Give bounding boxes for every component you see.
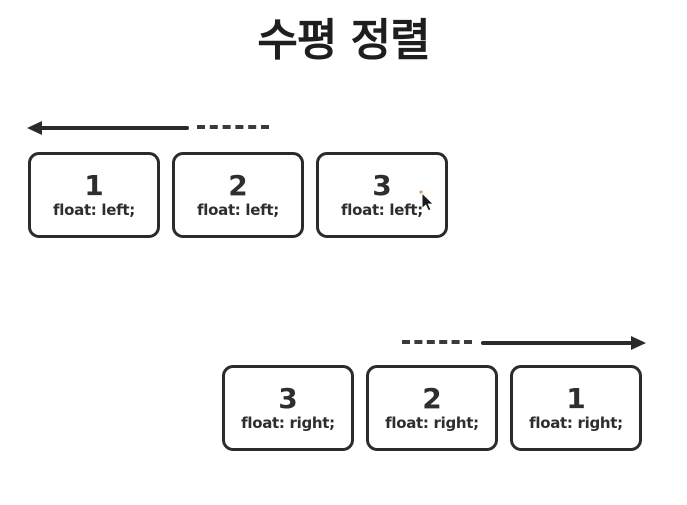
float-left-box-2: 2 float: left; [172, 152, 304, 238]
arrow-solid-line [481, 341, 632, 345]
box-label: float: right; [241, 414, 335, 433]
mouse-pointer-icon [417, 189, 435, 215]
box-label: float: right; [385, 414, 479, 433]
right-direction-arrow-icon [402, 335, 646, 351]
float-right-box-1: 1 float: right; [510, 365, 642, 451]
arrow-dashed-line [402, 340, 472, 344]
box-label: float: left; [341, 201, 423, 220]
left-direction-arrow-icon [27, 120, 270, 136]
box-number: 3 [372, 168, 392, 202]
arrow-dashed-line [197, 125, 269, 129]
float-left-box-1: 1 float: left; [28, 152, 160, 238]
arrowhead-left-icon [27, 121, 42, 135]
box-label: float: left; [53, 201, 135, 220]
box-number: 2 [422, 381, 442, 415]
box-number: 1 [84, 168, 104, 202]
page-title: 수평 정렬 [257, 15, 430, 66]
box-number: 1 [566, 381, 586, 415]
float-left-box-3: 3 float: left; [316, 152, 448, 238]
arrowhead-right-icon [631, 336, 646, 350]
box-number: 3 [278, 381, 298, 415]
float-right-box-3: 3 float: right; [222, 365, 354, 451]
box-label: float: left; [197, 201, 279, 220]
box-number: 2 [228, 168, 248, 202]
float-right-box-2: 2 float: right; [366, 365, 498, 451]
arrow-solid-line [37, 126, 189, 130]
box-label: float: right; [529, 414, 623, 433]
